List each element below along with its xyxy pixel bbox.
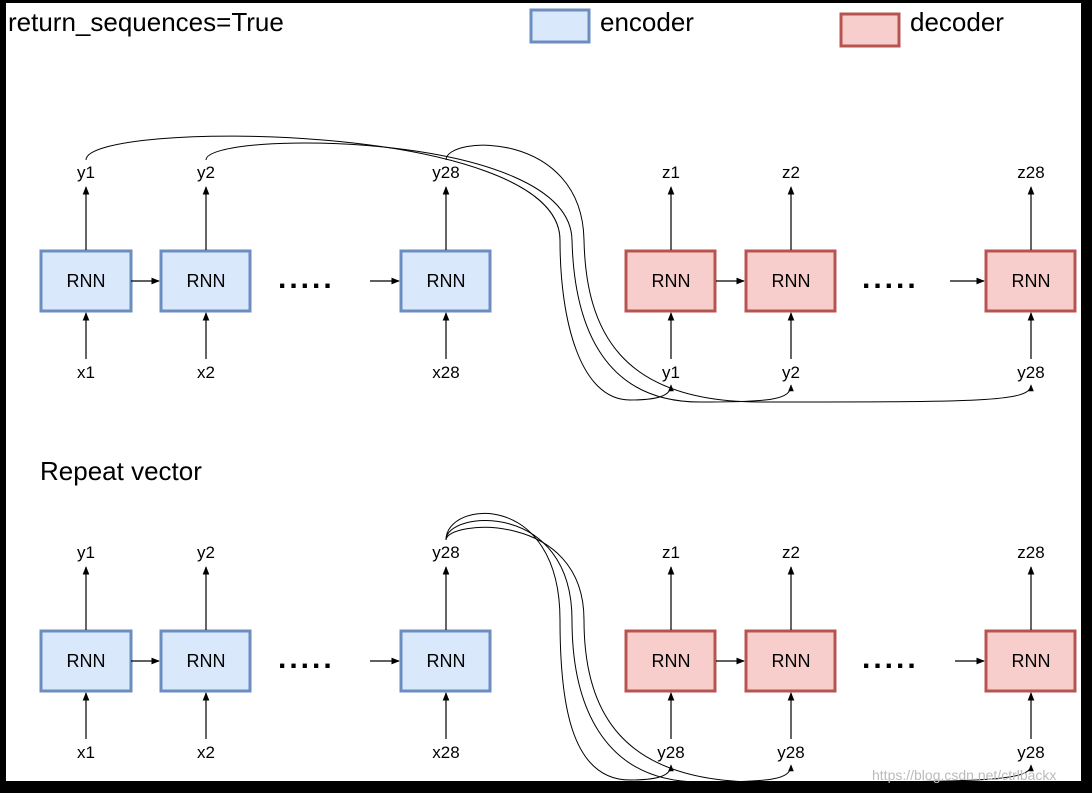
section-title-return-sequences: return_sequences=True xyxy=(8,7,284,37)
connector-curve xyxy=(445,513,674,781)
decoder-cell-label: RNN xyxy=(772,651,811,671)
decoder-input-label: y28 xyxy=(1017,363,1044,382)
connector-curve xyxy=(85,135,674,401)
encoder-cell xyxy=(159,629,252,693)
encoder-cell-label: RNN xyxy=(187,271,226,291)
encoder-cell xyxy=(159,249,252,313)
legend-decoder-label: decoder xyxy=(910,7,1004,37)
section-title-repeat-vector: Repeat vector xyxy=(40,456,202,486)
encoder-cell xyxy=(399,629,492,693)
encoder-output-label: y1 xyxy=(77,163,95,182)
encoder-output-label: y28 xyxy=(432,543,459,562)
encoder-cell-label: RNN xyxy=(427,271,466,291)
encoder-input-label: x2 xyxy=(197,743,215,762)
decoder-cell xyxy=(984,629,1077,693)
encoder-input-label: x28 xyxy=(432,743,459,762)
connector-curve xyxy=(445,520,794,783)
encoder-ellipsis: ..... xyxy=(278,642,335,675)
decoder-input-label: y28 xyxy=(657,743,684,762)
decoder-cell-label: RNN xyxy=(772,271,811,291)
encoder-cell-label: RNN xyxy=(67,271,106,291)
legend-decoder-swatch xyxy=(839,12,901,48)
encoder-cell xyxy=(39,249,133,313)
decoder-cell xyxy=(984,249,1077,313)
encoder-output-label: y2 xyxy=(197,543,215,562)
decoder-input-label: y2 xyxy=(782,363,800,382)
decoder-cell xyxy=(744,249,837,313)
watermark: https://blog.csdn.net/ctrlbackx xyxy=(872,767,1056,783)
decoder-cell-label: RNN xyxy=(652,651,691,671)
decoder-input-label: y28 xyxy=(1017,743,1044,762)
encoder-cell-label: RNN xyxy=(187,651,226,671)
decoder-output-label: z1 xyxy=(662,163,680,182)
decoder-output-label: z2 xyxy=(782,163,800,182)
decoder-output-label: z2 xyxy=(782,543,800,562)
decoder-ellipsis: ..... xyxy=(862,262,919,295)
legend-encoder-label: encoder xyxy=(600,7,694,37)
encoder-input-label: x1 xyxy=(77,363,95,382)
decoder-cell-label: RNN xyxy=(1012,271,1051,291)
decoder-output-label: z28 xyxy=(1017,543,1044,562)
encoder-output-label: y2 xyxy=(197,163,215,182)
encoder-cell-label: RNN xyxy=(67,651,106,671)
encoder-cell-label: RNN xyxy=(427,651,466,671)
decoder-cell xyxy=(624,249,717,313)
decoder-cell xyxy=(624,629,717,693)
encoder-output-label: y28 xyxy=(432,163,459,182)
encoder-output-label: y1 xyxy=(77,543,95,562)
encoder-cell xyxy=(399,249,492,313)
decoder-ellipsis: ..... xyxy=(862,642,919,675)
section-repeat-vector: RNN RNN RNN RNN RNN RNN ..... ..... xyxy=(39,513,1077,783)
decoder-cell xyxy=(744,629,837,693)
encoder-input-label: x2 xyxy=(197,363,215,382)
decoder-cell-label: RNN xyxy=(652,271,691,291)
section-return-sequences: RNN RNN RNN RNN RNN RNN ..... ..... xyxy=(39,135,1077,403)
decoder-output-label: z1 xyxy=(662,543,680,562)
connector-curve xyxy=(445,144,1034,403)
decoder-input-label: y1 xyxy=(662,363,680,382)
connector-curve xyxy=(445,526,1034,783)
legend-encoder-swatch xyxy=(529,8,591,44)
encoder-input-label: x1 xyxy=(77,743,95,762)
decoder-input-label: y28 xyxy=(777,743,804,762)
encoder-input-label: x28 xyxy=(432,363,459,382)
decoder-cell-label: RNN xyxy=(1012,651,1051,671)
encoder-ellipsis: ..... xyxy=(278,262,335,295)
decoder-output-label: z28 xyxy=(1017,163,1044,182)
